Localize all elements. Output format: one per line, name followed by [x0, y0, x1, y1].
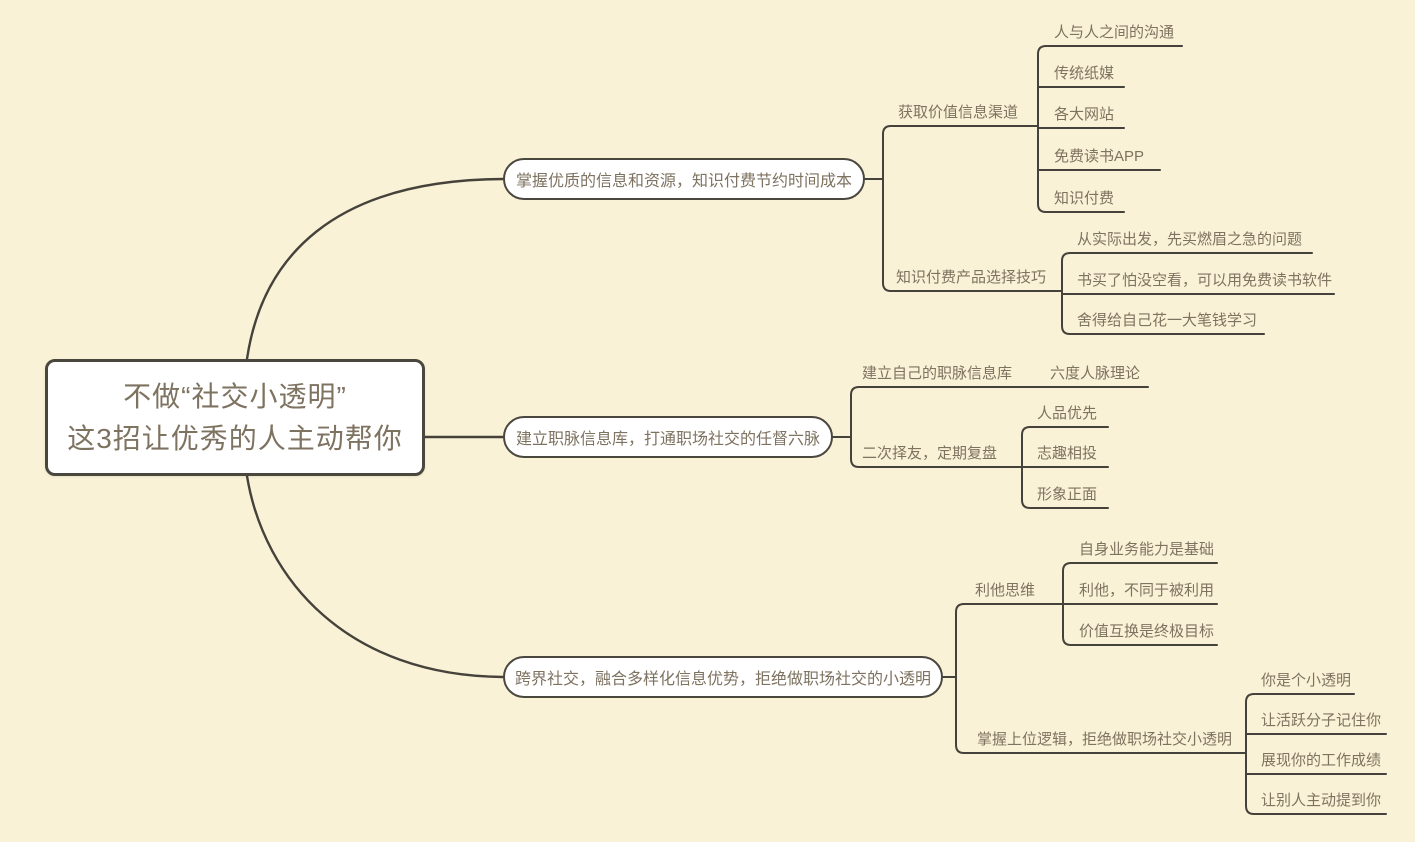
subtopic-1-1[interactable]: 获取价值信息渠道: [898, 104, 1019, 121]
subtopic-3-2[interactable]: 掌握上位逻辑，拒绝做职场社交小透明: [977, 731, 1233, 748]
leaf-3-2-1[interactable]: 你是个小透明: [1261, 672, 1352, 689]
leaf-3-2-3[interactable]: 展现你的工作成绩: [1261, 752, 1382, 769]
leaf-3-1-2[interactable]: 利他，不同于被利用: [1079, 582, 1215, 599]
leaf-2-2-1[interactable]: 人品优先: [1037, 405, 1098, 422]
root-topic-line1: 不做“社交小透明”: [123, 380, 347, 412]
branch-topic-2[interactable]: 建立职脉信息库，打通职场社交的任督六脉: [503, 416, 833, 458]
connector-branch1-spine: [882, 125, 892, 292]
subtopic-3-1[interactable]: 利他思维: [975, 582, 1036, 599]
connector-root-branch-3: [245, 474, 505, 679]
connector-subtopic-3-2-spine: [1245, 693, 1255, 815]
leaf-1-1-5[interactable]: 知识付费: [1054, 190, 1115, 207]
branch-topic-3[interactable]: 跨界社交，融合多样化信息优势，拒绝做职场社交的小透明: [503, 656, 943, 698]
connector-branch2-spine: [850, 386, 860, 468]
leaf-2-1-1[interactable]: 六度人脉理论: [1050, 365, 1141, 382]
subtopic-2-1[interactable]: 建立自己的职脉信息库: [862, 365, 1013, 382]
leaf-1-1-2[interactable]: 传统纸媒: [1054, 65, 1115, 82]
leaf-1-1-1[interactable]: 人与人之间的沟通: [1054, 24, 1175, 41]
leaf-3-1-1[interactable]: 自身业务能力是基础: [1079, 541, 1215, 558]
leaf-2-2-2[interactable]: 志趣相投: [1037, 445, 1098, 462]
connector-branch3-spine: [955, 603, 965, 754]
leaf-3-2-2[interactable]: 让活跃分子记住你: [1261, 712, 1382, 729]
connector-root-branch-1: [245, 177, 505, 361]
root-topic-line2: 这3招让优秀的人主动帮你: [67, 422, 403, 454]
leaf-1-1-4[interactable]: 免费读书APP: [1054, 148, 1145, 165]
leaf-1-1-3[interactable]: 各大网站: [1054, 106, 1115, 123]
root-topic[interactable]: 不做“社交小透明” 这3招让优秀的人主动帮你: [45, 359, 425, 476]
leaf-1-2-2[interactable]: 书买了怕没空看，可以用免费读书软件: [1077, 272, 1333, 289]
leaf-1-2-1[interactable]: 从实际出发，先买燃眉之急的问题: [1077, 231, 1303, 248]
leaf-2-2-3[interactable]: 形象正面: [1037, 486, 1098, 503]
subtopic-2-2[interactable]: 二次择友，定期复盘: [862, 445, 998, 462]
leaf-3-1-3[interactable]: 价值互换是终极目标: [1079, 623, 1215, 640]
subtopic-1-2[interactable]: 知识付费产品选择技巧: [896, 269, 1047, 286]
branch-topic-1[interactable]: 掌握优质的信息和资源，知识付费节约时间成本: [503, 158, 865, 200]
leaf-3-2-4[interactable]: 让别人主动提到你: [1261, 792, 1382, 809]
leaf-1-2-3[interactable]: 舍得给自己花一大笔钱学习: [1077, 312, 1258, 329]
